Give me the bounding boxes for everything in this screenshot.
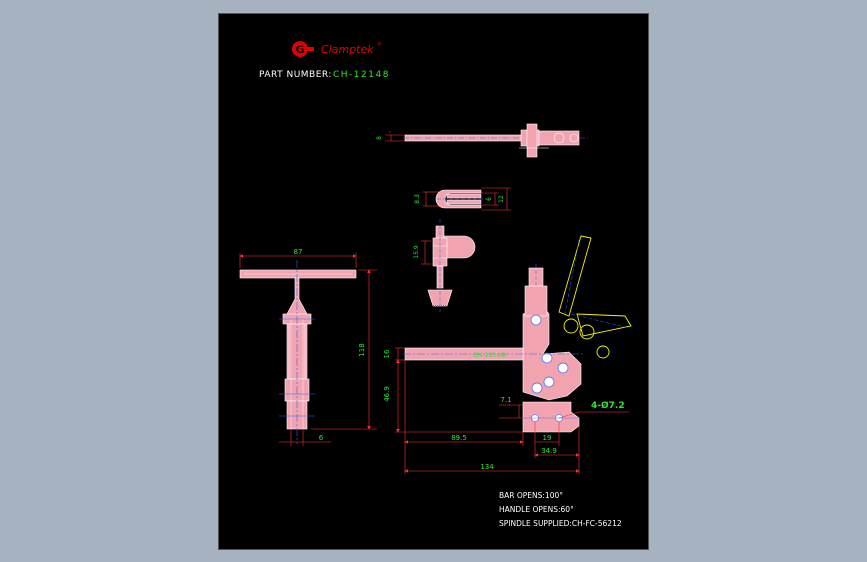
dim-front-width: 87 [294,248,303,256]
dim-front-bottom: 6 [319,434,324,442]
dim-spindle-height: 15.9 [413,245,420,259]
technical-drawing: G Clamptek ® PART NUMBER: CH-12148 8 8.3 [239,41,632,528]
dim-clamp-detail-left: 8.3 [414,194,421,204]
dim-top-view-height: 8 [376,136,383,140]
spindle-detail: 15.9 [413,219,476,312]
dim-base-length: 34.9 [541,447,557,455]
top-view: 8 [376,123,589,158]
dim-total-length: 134 [480,463,494,471]
part-number-value: CH-12148 [333,70,390,80]
front-view: 87 118 6 [239,248,377,446]
dim-front-height: 118 [358,343,366,356]
dim-side-bar-height: 16 [383,349,391,358]
dim-base-width: 19 [543,434,552,442]
logo-mark-letter: G [295,43,304,56]
logo-reg-mark: ® [377,41,382,48]
handle-open-outline [558,235,592,317]
hole-spec-callout: 4-Ø7.2 [591,400,625,411]
clamp-base [522,401,580,433]
dim-side-height: 46.9 [383,386,391,402]
part-number-label: PART NUMBER: [259,70,332,80]
dim-side-offset: 7.1 [500,396,511,404]
note-handle-opens: HANDLE OPENS:60° [499,505,574,514]
side-view: CH-12148 16 46.9 7.1 4-Ø7.2 89.5 19 [383,235,632,474]
bar-part-marking: CH-12148 [473,351,505,359]
drawing-notes: BAR OPENS:100° HANDLE OPENS:60° SPINDLE … [499,491,622,528]
clamp-body [522,305,582,401]
logo-g-mark [292,41,308,57]
dim-clamp-detail-inner: 6 [486,197,493,201]
note-spindle-supplied: SPINDLE SUPPLIED:CH-FC-56212 [499,519,622,528]
clamp-tip-detail: 8.3 6 12 [414,187,511,211]
drawing-sheet: G Clamptek ® PART NUMBER: CH-12148 8 8.3 [218,13,649,550]
logo-brand-text: Clamptek [321,43,374,56]
dim-side-bar-length: 89.5 [451,434,467,442]
dim-clamp-detail-outer: 12 [498,195,505,203]
clamptek-logo: G Clamptek ® [292,41,382,57]
note-bar-opens: BAR OPENS:100° [499,491,563,500]
